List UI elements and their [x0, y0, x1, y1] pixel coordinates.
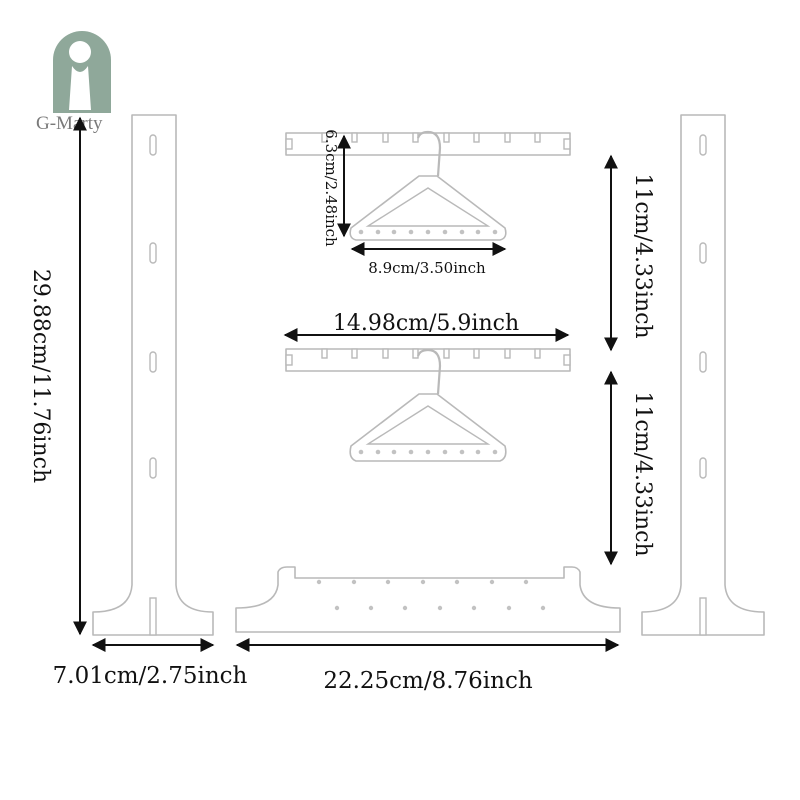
spacing-lower-label: 11cm/4.33inch [630, 391, 655, 556]
bottom-width-label: 22.25cm/8.76inch [323, 668, 533, 694]
brand-name: G-Marty [36, 113, 103, 134]
slot [149, 134, 157, 156]
slot [149, 351, 157, 373]
spacing-upper-label: 11cm/4.33inch [630, 173, 655, 338]
slot [149, 242, 157, 264]
dimension-spacing-upper: 11cm/4.33inch [604, 154, 655, 352]
middle-hanger [349, 348, 507, 462]
slot [699, 242, 707, 264]
logo-figure-icon [69, 41, 91, 63]
left-upright [92, 114, 214, 636]
dimension-bottom-width: 22.25cm/8.76inch [235, 638, 620, 694]
bottom-base [235, 566, 621, 633]
dimension-hanger-width: 8.9cm/3.50inch [350, 242, 507, 277]
slot [699, 457, 707, 479]
height-label: 29.88cm/11.76inch [28, 269, 53, 483]
top-bar [285, 132, 571, 156]
hanger-hook [416, 130, 442, 177]
dimension-spacing-lower: 11cm/4.33inch [604, 370, 655, 566]
dimension-base-width: 7.01cm/2.75inch [53, 638, 248, 689]
base-width-label: 7.01cm/2.75inch [53, 663, 248, 689]
slot [699, 134, 707, 156]
dimension-height: 29.88cm/11.76inch [28, 116, 87, 636]
hanger-holes [358, 449, 498, 455]
hanger-width-label: 8.9cm/3.50inch [368, 259, 486, 277]
top-hanger [349, 130, 507, 241]
slot [149, 597, 157, 636]
hanger-hook [416, 348, 442, 395]
right-upright [641, 114, 765, 636]
bar-width-label: 14.98cm/5.9inch [333, 311, 519, 336]
brand-logo: G-Marty [36, 31, 111, 134]
middle-bar [285, 348, 571, 372]
hanger-holes [358, 229, 498, 235]
hanger-height-label: 6.3cm/2.48inch [322, 129, 340, 247]
dimension-bar-width: 14.98cm/5.9inch [283, 311, 570, 342]
slot [699, 351, 707, 373]
slot [149, 457, 157, 479]
slot [699, 597, 707, 636]
base-holes [316, 579, 546, 611]
dimension-hanger-height: 6.3cm/2.48inch [322, 129, 351, 247]
